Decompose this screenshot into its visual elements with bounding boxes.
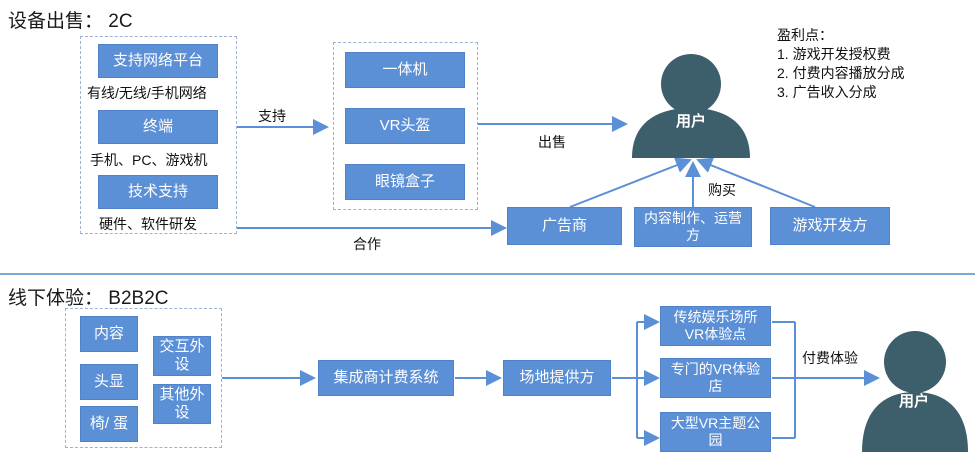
venue-provider-box: 场地提供方 [503, 360, 611, 396]
glasses-box-box: 眼镜盒子 [345, 164, 465, 200]
interaction-peripheral-box: 交互外设 [153, 336, 211, 376]
profit-item-2: 2. 付费内容播放分成 [777, 65, 905, 81]
traditional-venue-box: 传统娱乐场所VR体验点 [660, 306, 771, 346]
tech-support-box: 技术支持 [98, 175, 218, 209]
profit-points: 盈利点： 1. 游戏开发授权费 2. 付费内容播放分成 3. 广告收入分成 [777, 26, 905, 102]
section2-title: 线下体验： B2B2C [8, 288, 169, 309]
buy-label: 购买 [708, 182, 736, 198]
integrator-billing-box: 集成商计费系统 [318, 360, 454, 396]
user-label-2: 用户 [899, 393, 930, 410]
section1-left-group [80, 36, 237, 234]
pay-experience-label: 付费体验 [802, 350, 858, 366]
sell-label: 出售 [538, 134, 566, 150]
user-label: 用户 [676, 113, 707, 130]
chair-egg-box: 椅/ 蛋 [80, 406, 138, 442]
user-icon-2 [862, 331, 968, 452]
advertiser-box: 广告商 [507, 207, 622, 245]
vr-store-box: 专门的VR体验店 [660, 358, 771, 398]
tech-support-caption: 硬件、软件研发 [99, 216, 197, 232]
all-in-one-box: 一体机 [345, 52, 465, 88]
vr-theme-park-box: 大型VR主题公园 [660, 412, 771, 452]
buy-arrow-ad [569, 157, 692, 208]
section-divider [0, 273, 975, 275]
section1-device-group [333, 42, 478, 210]
section2-left-group [65, 308, 222, 448]
network-platform-caption: 有线/无线/手机网络 [87, 85, 207, 101]
profit-item-3: 3. 广告收入分成 [777, 84, 877, 100]
section1-title: 设备出售： 2C [8, 11, 133, 32]
terminal-box: 终端 [98, 110, 218, 144]
content-box: 内容 [80, 316, 138, 352]
terminal-caption: 手机、PC、游戏机 [90, 152, 208, 168]
user-icon [632, 54, 750, 158]
network-platform-box: 支持网络平台 [98, 44, 218, 78]
support-label: 支持 [258, 108, 286, 124]
profit-title: 盈利点： [777, 27, 833, 43]
game-developer-box: 游戏开发方 [770, 207, 890, 245]
other-peripheral-box: 其他外设 [153, 384, 211, 424]
cooperate-label: 合作 [353, 236, 381, 252]
content-operator-box: 内容制作、运营方 [634, 207, 752, 247]
vr-headset-box: VR头盔 [345, 108, 465, 144]
profit-item-1: 1. 游戏开发授权费 [777, 46, 891, 62]
buy-arrow-game [696, 157, 816, 208]
hmd-box: 头显 [80, 364, 138, 400]
